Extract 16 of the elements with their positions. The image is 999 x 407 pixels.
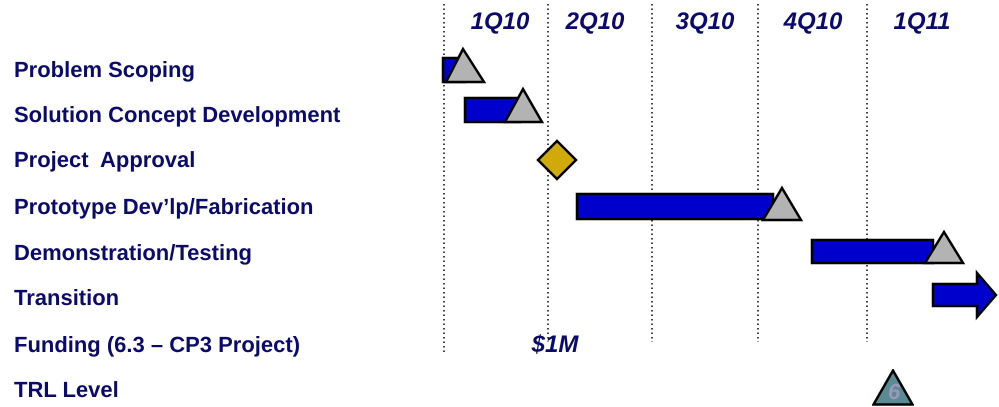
level-number: 6	[888, 380, 900, 404]
task-name: Solution Concept Development	[14, 103, 340, 127]
funding-amount: $1M	[532, 333, 578, 357]
task-name: Transition	[14, 286, 120, 310]
task-name: Funding (6.3 – CP3 Project)	[14, 333, 300, 357]
level-triangle	[872, 369, 914, 406]
quarter-heading: 2Q10	[566, 10, 624, 34]
task-name: Demonstration/Testing	[14, 241, 252, 265]
task-name: Project Approval	[14, 148, 196, 172]
task-name: TRL Level	[14, 378, 119, 402]
task-name: Prototype Dev’lp/Fabrication	[14, 195, 314, 219]
task-name: Problem Scoping	[14, 58, 195, 82]
quarter-heading: 4Q10	[784, 10, 842, 34]
quarter-heading: 3Q10	[676, 10, 734, 34]
quarter-heading: 1Q10	[470, 10, 530, 34]
quarter-heading: 1Q11	[894, 10, 950, 34]
